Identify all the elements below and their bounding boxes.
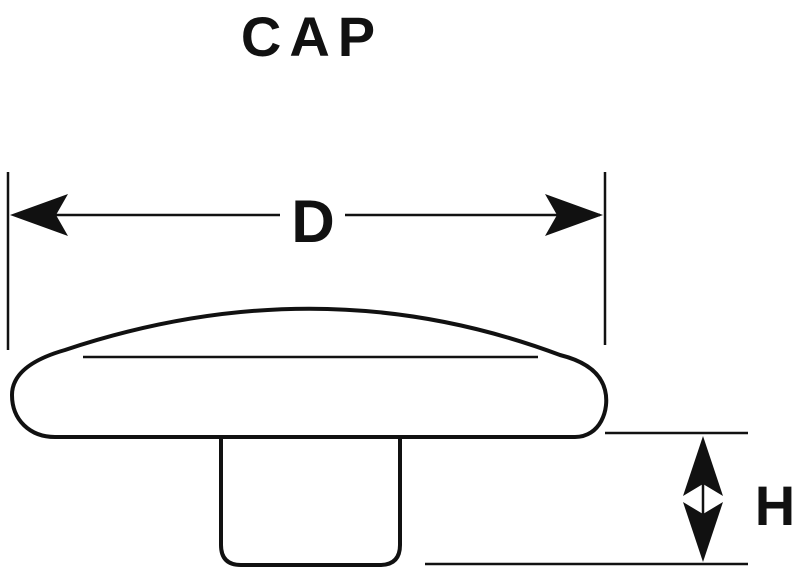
diameter-arrow-left-icon (10, 194, 68, 236)
height-label: H (755, 474, 795, 537)
height-arrow-up-icon (683, 436, 723, 496)
cap-stem (219, 430, 402, 567)
height-arrow-down-icon (683, 502, 723, 562)
diameter-arrow-right-icon (545, 194, 603, 236)
diagram-title: CAP (241, 5, 383, 68)
diameter-label: D (291, 188, 334, 255)
cap-head (10, 306, 609, 439)
